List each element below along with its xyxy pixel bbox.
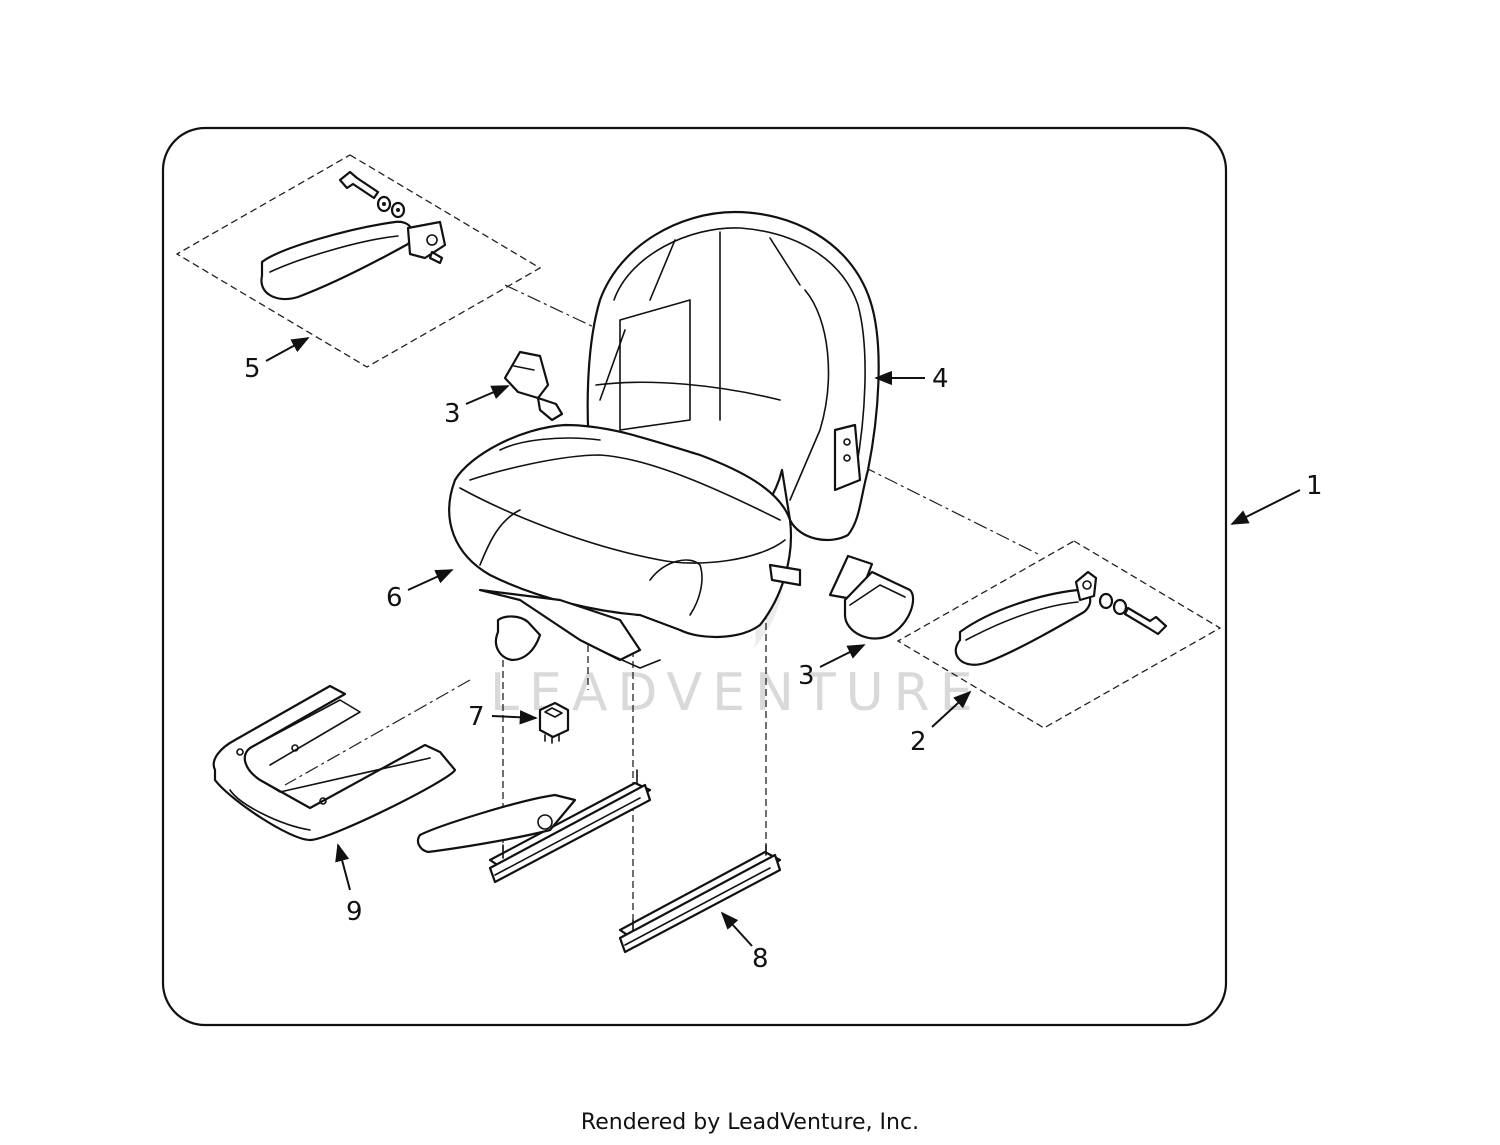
bolt-washers-left [338, 170, 406, 219]
watermark-text: LEADVENTURE [490, 663, 983, 723]
callout-9: 9 [346, 897, 363, 927]
callout-4: 4 [932, 364, 949, 394]
seat-cushion [448, 423, 802, 669]
armrest-kit-box-left [175, 154, 542, 368]
assembly-frame [161, 126, 1228, 1027]
callout-5: 5 [244, 354, 261, 384]
callout-7: 7 [468, 702, 485, 732]
callout-3-lower: 3 [798, 661, 815, 691]
armrest-right [954, 570, 1098, 666]
callout-8: 8 [752, 944, 769, 974]
callout-3-upper: 3 [444, 399, 461, 429]
seat-rail-right [618, 844, 782, 954]
seat-pan [212, 684, 457, 842]
seat-rail-left [416, 769, 652, 884]
seat-belt-buckle-upper [503, 350, 564, 422]
callout-2: 2 [910, 727, 927, 757]
footer-credit: Rendered by LeadVenture, Inc. [580, 1110, 920, 1135]
callout-6: 6 [386, 583, 403, 613]
callout-1: 1 [1306, 471, 1323, 501]
seat-belt-buckle-lower [828, 554, 915, 640]
seat-switch [538, 701, 570, 744]
bolt-washers-right [1098, 592, 1168, 636]
armrest-kit-box-right [896, 540, 1222, 729]
armrest-left [260, 220, 447, 301]
leader-arrows [265, 337, 1301, 947]
